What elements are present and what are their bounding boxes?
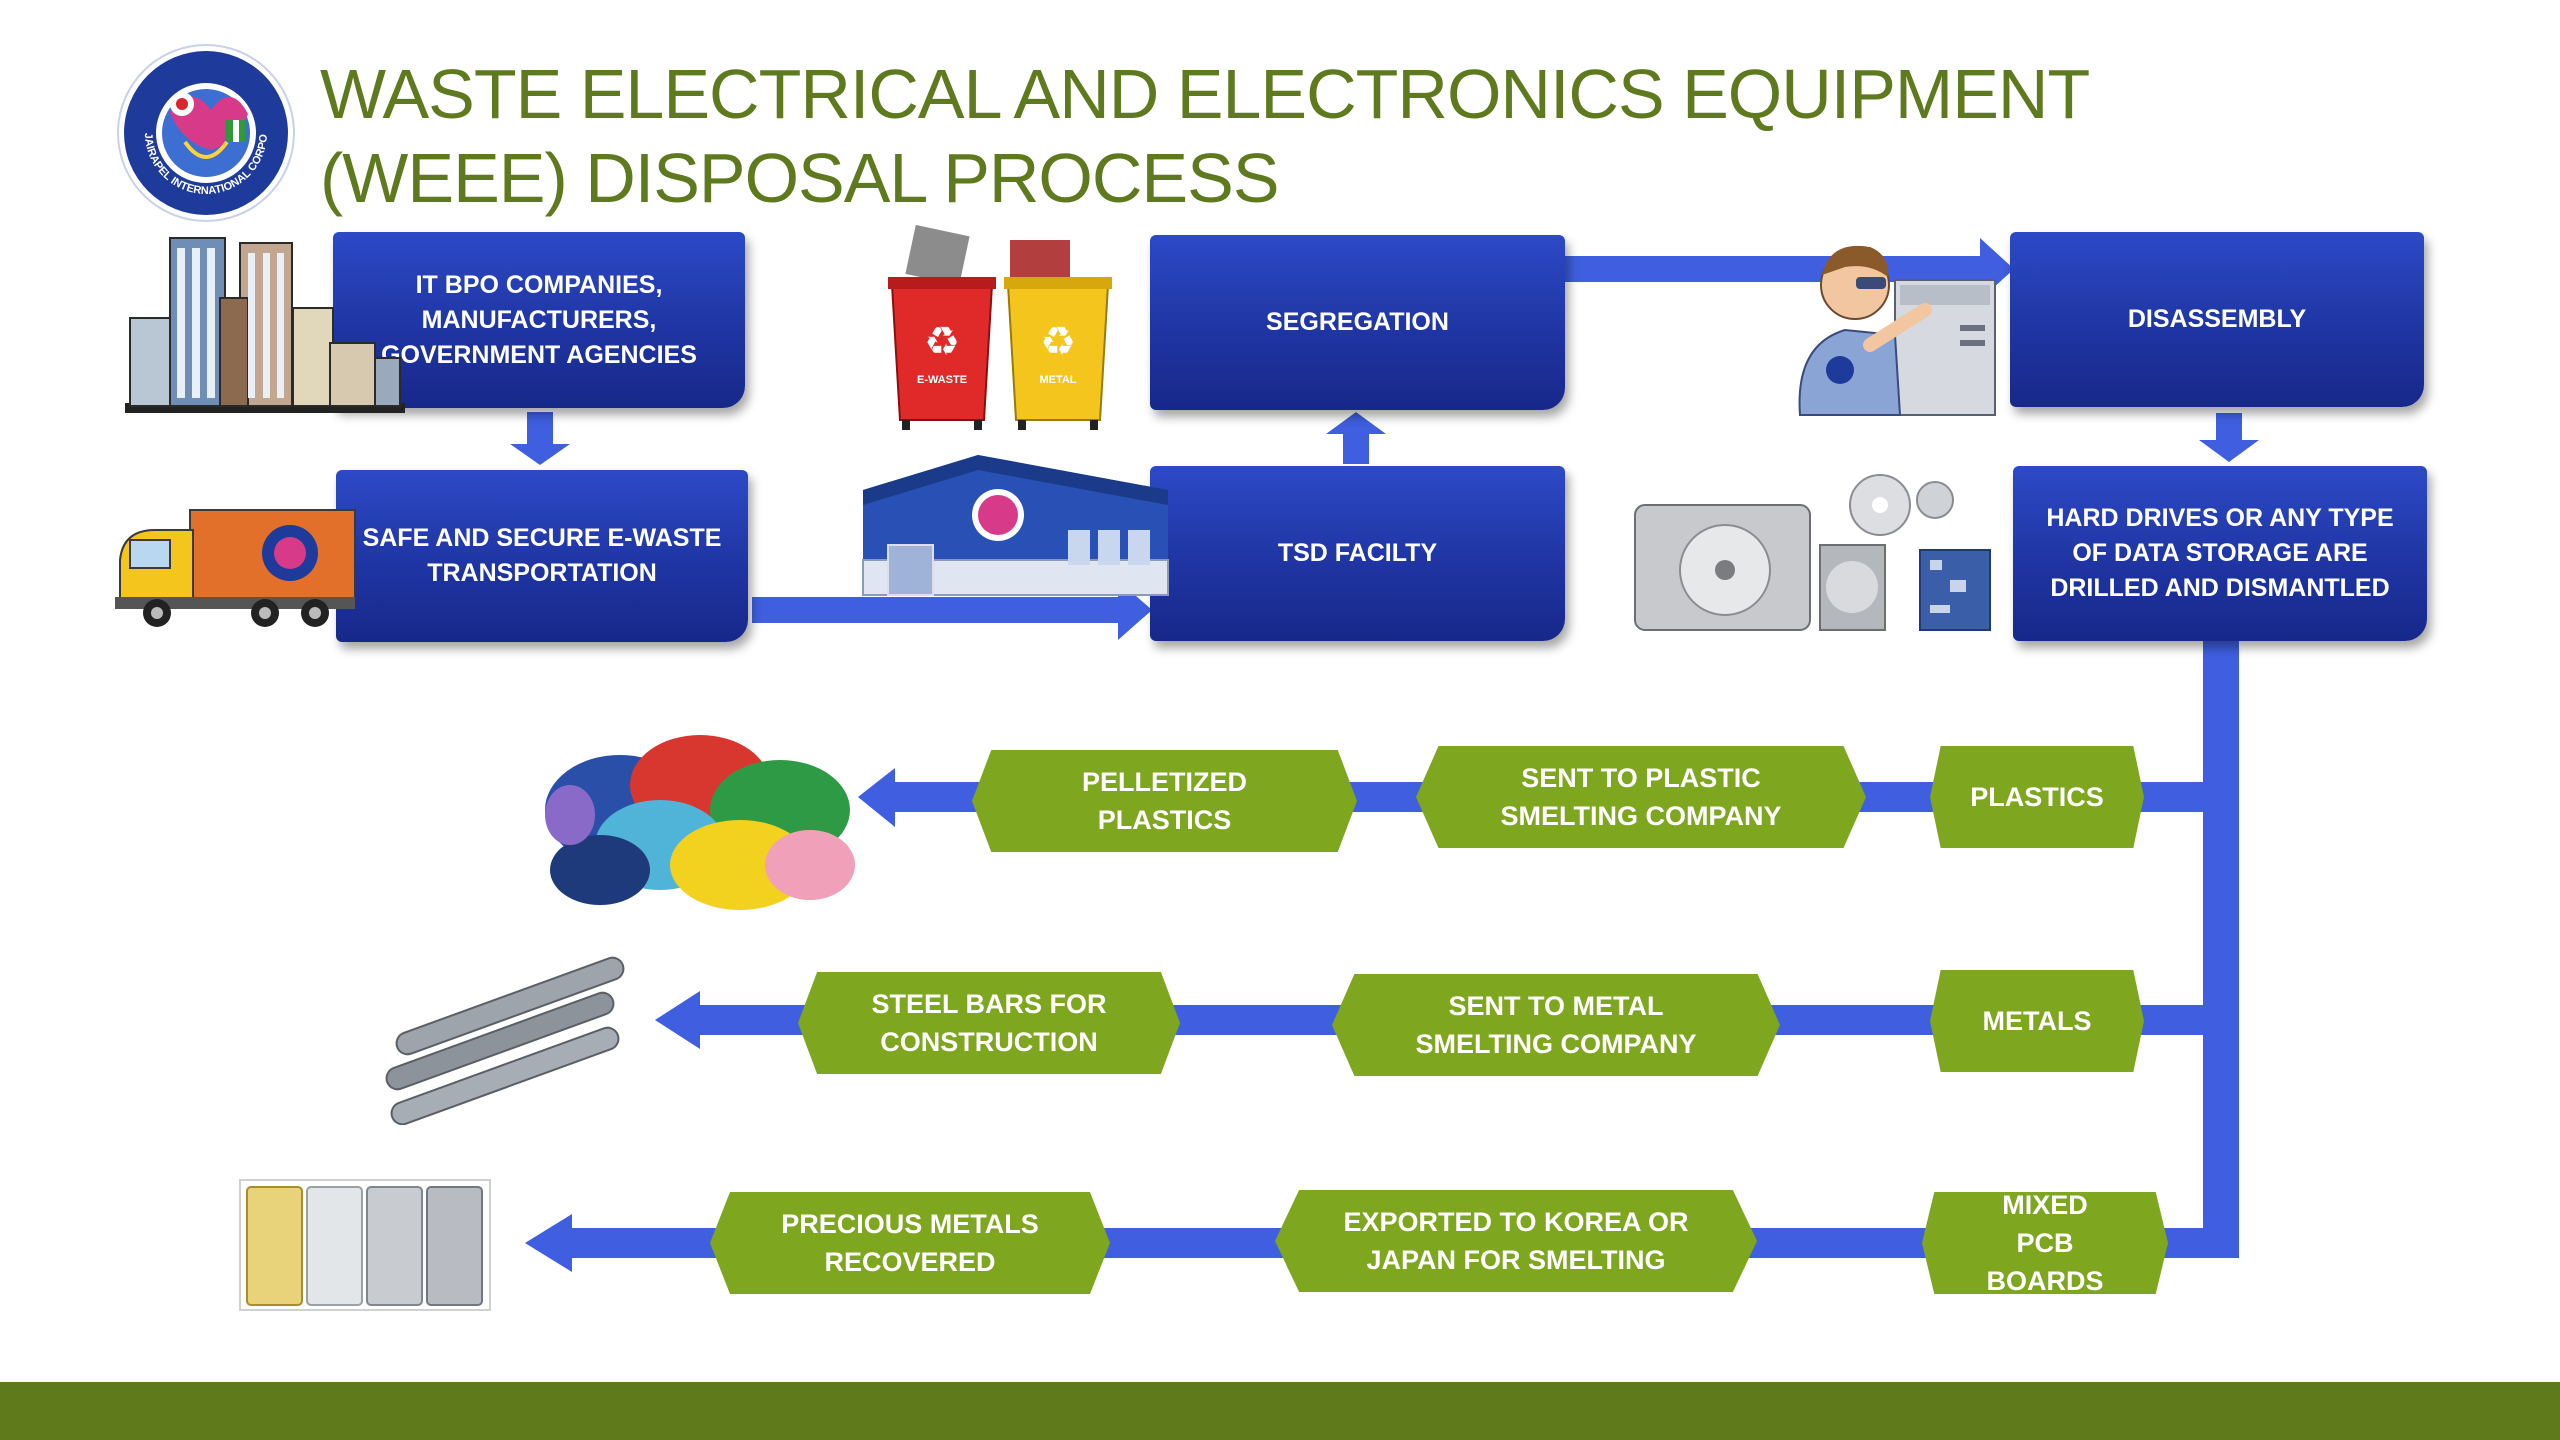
plastic-pellets-illustration bbox=[545, 735, 855, 910]
steel-bars-illustration bbox=[385, 956, 625, 1125]
bin-label-metal: METAL bbox=[1039, 374, 1076, 386]
arrow-head-disassembly-to-drives bbox=[2199, 440, 2259, 462]
step-disassembly: DISASSEMBLY bbox=[2010, 232, 2424, 407]
arrow-head-metals-result bbox=[655, 991, 700, 1049]
precious-metal-bars-illustration bbox=[239, 1179, 491, 1311]
city-buildings-illustration bbox=[125, 237, 405, 413]
page-title: WASTE ELECTRICAL AND ELECTRONICS EQUIPME… bbox=[320, 52, 2090, 220]
stream-pcb-source: MIXED PCB BOARDS bbox=[1922, 1192, 2168, 1294]
step-transport: SAFE AND SECURE E-WASTE TRANSPORTATION bbox=[336, 470, 748, 642]
stream-metals-process: SENT TO METAL SMELTING COMPANY bbox=[1332, 974, 1780, 1076]
arrow-disassembly-to-drives bbox=[2216, 413, 2242, 443]
company-logo: JAIRAPEL INTERNATIONAL CORPORATION bbox=[115, 42, 295, 222]
facility-building-illustration bbox=[862, 455, 1169, 596]
stream-plastics-source: PLASTICS bbox=[1930, 746, 2144, 848]
stream-plastics-process: SENT TO PLASTIC SMELTING COMPANY bbox=[1416, 746, 1866, 848]
bin-label-ewaste: E-WASTE bbox=[917, 374, 967, 386]
hard-drive-parts-illustration bbox=[1634, 474, 1991, 631]
arrow-companies-to-transport bbox=[527, 412, 553, 446]
recycle-icon: ♻ bbox=[924, 320, 960, 364]
recycle-bins-illustration: ♻ ♻ E-WASTE METAL bbox=[888, 225, 1112, 430]
arrow-head-tsd-to-segregation bbox=[1326, 412, 1386, 434]
stream-pcb-result: PRECIOUS METALS RECOVERED bbox=[710, 1192, 1110, 1294]
title-line-1: WASTE ELECTRICAL AND ELECTRONICS EQUIPME… bbox=[320, 55, 2090, 133]
step-companies: IT BPO COMPANIES, MANUFACTURERS, GOVERNM… bbox=[333, 232, 745, 408]
stream-metals-result: STEEL BARS FOR CONSTRUCTION bbox=[798, 972, 1180, 1074]
arrow-tsd-to-segregation bbox=[1343, 432, 1369, 464]
footer-bar bbox=[0, 1382, 2560, 1440]
arrow-transport-to-tsd bbox=[752, 597, 1122, 623]
title-line-2: (WEEE) DISPOSAL PROCESS bbox=[320, 139, 1280, 217]
stream-plastics-result: PELLETIZED PLASTICS bbox=[972, 750, 1357, 852]
stream-pcb-process: EXPORTED TO KOREA OR JAPAN FOR SMELTING bbox=[1275, 1190, 1757, 1292]
flow-trunk bbox=[2203, 640, 2239, 1258]
recycle-icon: ♻ bbox=[1040, 320, 1076, 364]
arrow-head-companies-to-transport bbox=[510, 444, 570, 465]
arrow-head-plastics-result bbox=[858, 768, 895, 827]
stream-metals-source: METALS bbox=[1930, 970, 2144, 1072]
step-tsd-facility: TSD FACILTY bbox=[1150, 466, 1565, 641]
arrow-segregation-to-disassembly bbox=[1565, 256, 1985, 282]
arrow-head-pcb-result bbox=[525, 1214, 572, 1272]
step-segregation: SEGREGATION bbox=[1150, 235, 1565, 410]
truck-illustration bbox=[115, 509, 356, 627]
step-data-storage-destruction: HARD DRIVES OR ANY TYPE OF DATA STORAGE … bbox=[2013, 466, 2427, 641]
technician-illustration bbox=[1798, 245, 1996, 416]
